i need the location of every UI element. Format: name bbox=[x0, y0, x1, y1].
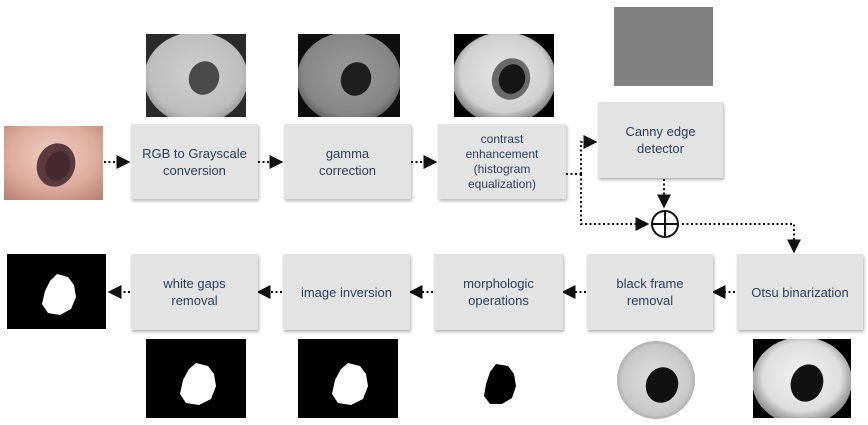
final-segmentation-output bbox=[7, 254, 106, 329]
gamma-corrected-image bbox=[298, 34, 400, 117]
combine-node bbox=[651, 210, 679, 238]
step-rgb-to-grayscale: RGB to Grayscale conversion bbox=[131, 124, 258, 199]
step-contrast-enhancement: contrast enhancement (histogram equaliza… bbox=[438, 124, 566, 199]
step-canny-edge-detector: Canny edge detector bbox=[598, 102, 723, 178]
step-gamma-correction: gamma correction bbox=[284, 124, 411, 199]
arrow-combine-to-otsu bbox=[682, 223, 801, 254]
white-gaps-removed-image bbox=[146, 339, 246, 418]
step-morphologic-operations: morphologic operations bbox=[434, 254, 563, 330]
step-otsu-binarization: Otsu binarization bbox=[737, 254, 863, 330]
arrow-contrast-to-canny bbox=[580, 135, 598, 174]
black-frame-removed-image bbox=[612, 340, 700, 420]
input-rgb-image bbox=[4, 126, 103, 200]
morphologic-result-image bbox=[470, 360, 530, 410]
otsu-binarized-image bbox=[753, 339, 851, 418]
grayscale-image bbox=[146, 34, 246, 117]
canny-edge-output bbox=[614, 7, 713, 86]
arrow-contrast-to-combine bbox=[580, 174, 650, 231]
step-image-inversion: image inversion bbox=[283, 254, 410, 330]
step-white-gaps-removal: white gaps removal bbox=[131, 254, 258, 330]
inverted-image bbox=[298, 339, 398, 418]
step-black-frame-removal: black frame removal bbox=[587, 254, 713, 330]
contrast-enhanced-image bbox=[454, 34, 554, 117]
